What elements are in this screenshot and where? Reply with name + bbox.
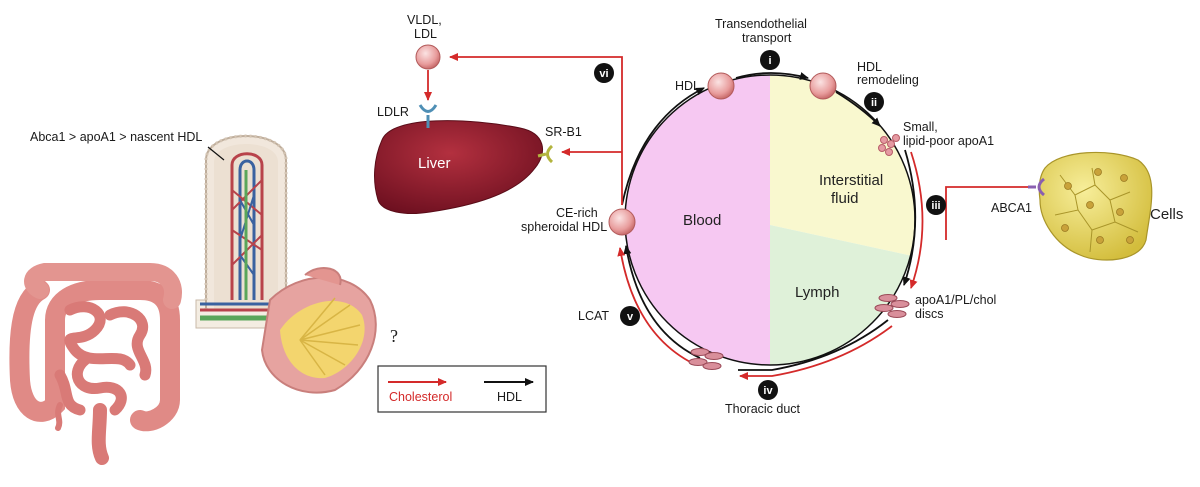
step-badge-vi: vi — [594, 63, 614, 83]
lcat-label: LCAT — [578, 309, 609, 323]
ce-rich-label-1: CE-rich — [556, 206, 598, 220]
cells-label: Cells — [1150, 206, 1183, 223]
interstitial-label-2: fluid — [831, 190, 859, 207]
ldlr-label: LDLR — [377, 105, 409, 119]
svg-text:v: v — [627, 311, 634, 323]
cells-cluster: Cells — [1028, 151, 1183, 261]
liver: Liver LDLR SR-B1 — [374, 104, 582, 214]
svg-text:iii: iii — [931, 200, 940, 212]
small-apoa1-particles — [878, 134, 900, 156]
legend: Cholesterol HDL — [377, 365, 547, 413]
srb1-receptor-icon — [537, 144, 554, 164]
svg-text:iv: iv — [763, 385, 773, 397]
ldlr-receptor-icon — [418, 104, 438, 128]
thoracic-duct-label: Thoracic duct — [725, 402, 801, 416]
legend-cholesterol-label: Cholesterol — [389, 390, 452, 404]
small-apoa1-label-1: Small, — [903, 120, 938, 134]
compartment-circle: Blood Interstitial fluid Lymph — [624, 74, 916, 366]
vldl-label-1: VLDL, — [407, 13, 442, 27]
svg-text:vi: vi — [599, 68, 608, 80]
ce-rich-hdl-particle — [608, 208, 636, 236]
remodel-label-1: HDL — [857, 60, 882, 74]
srb1-label: SR-B1 — [545, 125, 582, 139]
step-badge-i: i — [760, 50, 780, 70]
step-badges: i ii iii iv v vi — [594, 50, 946, 400]
vldl-particle — [415, 44, 441, 70]
particles — [415, 44, 910, 370]
svg-text:ii: ii — [871, 97, 877, 109]
intestine-illustration: Abca1 > apoA1 > nascent HDL — [9, 130, 377, 465]
step-badge-iii: iii — [926, 195, 946, 215]
transport-label-2: transport — [742, 31, 792, 45]
liver-label: Liver — [418, 155, 451, 172]
thoracic-disc-particles — [688, 348, 724, 370]
ce-rich-label-2: spheroidal HDL — [521, 220, 607, 234]
abca1-transporter-icon — [1028, 177, 1045, 197]
transport-label-1: Transendothelial — [715, 17, 807, 31]
svg-text:i: i — [768, 55, 771, 67]
hdl-label: HDL — [675, 79, 700, 93]
remodeled-hdl-particle — [809, 72, 837, 100]
step-badge-ii: ii — [864, 92, 884, 112]
legend-hdl-label: HDL — [497, 390, 522, 404]
small-apoa1-label-2: lipid-poor apoA1 — [903, 134, 994, 148]
blood-label: Blood — [683, 212, 721, 229]
remodel-label-2: remodeling — [857, 73, 919, 87]
discs-label-2: discs — [915, 307, 943, 321]
question-mark: ? — [390, 326, 398, 346]
annotation-labels: VLDL, LDL HDL Transendothelial transport… — [407, 13, 1032, 416]
abca1-label: ABCA1 — [991, 201, 1032, 215]
disc-particles — [874, 294, 910, 318]
interstitial-label-1: Interstitial — [819, 172, 883, 189]
step-badge-iv: iv — [758, 380, 778, 400]
discs-label-1: apoA1/PL/chol — [915, 293, 996, 307]
lymph-label: Lymph — [795, 284, 839, 301]
legend-box — [377, 365, 547, 413]
step-badge-v: v — [620, 306, 640, 326]
villus-label: Abca1 > apoA1 > nascent HDL — [30, 130, 202, 144]
flow-arrows — [424, 53, 1028, 380]
hdl-particle — [707, 72, 735, 100]
vldl-label-2: LDL — [414, 27, 437, 41]
